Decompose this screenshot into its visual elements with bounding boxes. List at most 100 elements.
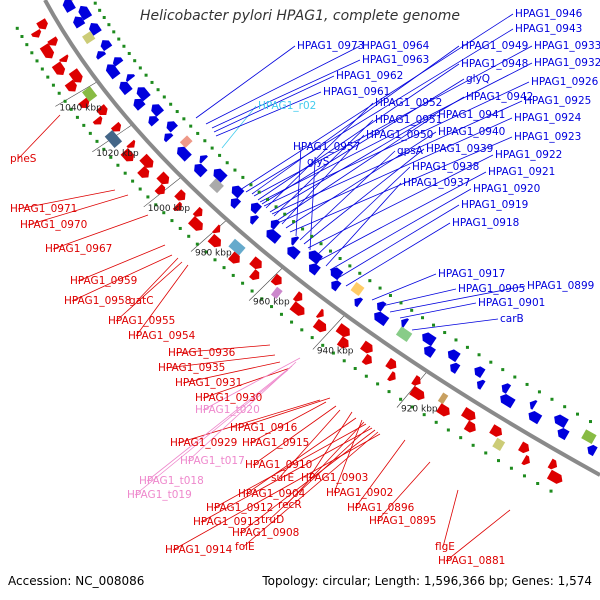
gene-arrow-shape [199,155,208,164]
grid-tick [144,73,148,77]
grid-tick [563,405,567,409]
gene-arrow-shape [424,345,436,358]
reverse-gene-label: HPAG1_0957 [293,141,360,153]
forward-gene-leader-line [242,431,379,548]
genome-title: Helicobacter pylori HPAG1, complete geno… [140,8,460,24]
gene-arrow-shape [120,148,134,162]
forward-gene-arrow [207,233,221,248]
gene-arrow-shape [166,121,178,133]
reverse-gene-label: HPAG1_0973 [297,40,364,52]
gene-arrow-shape [227,251,240,264]
gene-arrow-shape [156,171,170,185]
grid-tick [30,51,34,55]
forward-gene-label: HPAG1_0958 [64,295,131,307]
grid-tick [368,279,372,283]
grid-tick [454,338,458,342]
kbp-tick-line [55,81,98,107]
reverse-gene-leader-line [277,114,437,221]
cds-block [228,238,246,256]
rrna-gene-leader-line [221,105,257,149]
gene-arrow-shape [474,366,486,378]
cds-rect [209,178,224,194]
reverse-gene-arrow [529,400,538,410]
forward-gene-arrow [172,201,182,211]
forward-gene-arrow [292,291,303,302]
kbp-label: 940 kbp [317,346,354,356]
grid-tick [241,175,245,179]
grid-tick [109,155,113,159]
forward-gene-arrow [336,336,349,349]
gene-arrow-shape [39,43,55,59]
reverse-gene-arrow [500,394,516,409]
trna-gene-label: HPAG1_t018 [139,475,204,487]
forward-gene-label: HPAG1_0935 [158,362,225,374]
reverse-gene-arrow [330,267,344,281]
grid-tick [260,297,264,301]
forward-gene-arrow [521,455,530,466]
reverse-gene-label: HPAG1_0923 [514,131,581,143]
gene-arrow-shape [47,36,58,46]
gene-arrow-shape [521,455,530,466]
reverse-gene-leader-line [315,166,411,257]
forward-gene-label: HPAG1_0902 [326,487,393,499]
forward-gene-label: pheS [10,153,37,165]
forward-gene-leader-line [354,439,406,509]
grid-tick [102,15,106,19]
grid-tick [310,336,314,340]
reverse-gene-label: HPAG1_0941 [438,109,505,121]
grid-tick [117,37,121,41]
reverse-gene-arrow [230,198,242,209]
cds-rect [228,238,246,256]
grid-tick [63,99,67,103]
reverse-gene-leader-line [263,81,530,207]
grid-tick [138,187,142,191]
grid-tick [69,107,73,111]
forward-gene-arrow [212,224,221,234]
reverse-gene-label: HPAG1_0962 [336,70,403,82]
accession-text: Accession: NC_008086 [8,574,145,588]
forward-gene-label: HPAG1_0929 [170,437,237,449]
grid-tick [15,26,19,30]
reverse-gene-arrow [96,51,107,60]
forward-gene-leader-line [245,417,357,495]
forward-gene-label: folE [235,541,255,553]
gene-arrow-shape [330,267,344,281]
grid-tick [331,351,335,355]
cds-block [209,178,224,194]
gene-arrow-shape [78,97,90,108]
reverse-gene-label: HPAG1_0918 [452,217,519,229]
grid-tick [283,212,287,216]
gene-arrow-shape [309,263,321,276]
gene-arrow-shape [136,87,151,102]
grid-tick [537,390,541,394]
gene-arrow-shape [422,332,437,347]
reverse-gene-arrow [266,229,282,244]
reverse-gene-label: HPAG1_0940 [438,126,505,138]
reverse-gene-arrow [199,155,208,164]
forward-gene-arrow [192,206,203,217]
gene-arrow-shape [360,340,373,354]
grid-tick [131,179,135,183]
gene-arrow-shape [385,357,397,370]
grid-tick [88,131,92,135]
gene-arrow-shape [249,256,262,270]
cds-rect [581,429,597,445]
cds-rect [104,130,123,148]
grid-tick [399,301,403,305]
forward-gene-label: truD [261,514,284,526]
reverse-gene-arrow [501,383,512,394]
kbp-label: 1020 kbp [96,149,139,159]
genome-backbone [43,0,600,477]
forward-gene-arrow [385,357,397,370]
grid-tick [218,153,222,157]
gene-arrow-shape [315,308,324,318]
reverse-gene-leader-line [257,63,460,201]
reverse-gene-label: HPAG1_0942 [466,91,533,103]
cds-block [350,282,365,296]
reverse-gene-label: HPAG1_0924 [514,112,582,124]
grid-tick [93,1,97,5]
reverse-gene-arrow [119,81,133,96]
cds-rect [492,437,506,452]
forward-gene-arrow [335,323,350,338]
reverse-gene-arrow [308,250,323,265]
